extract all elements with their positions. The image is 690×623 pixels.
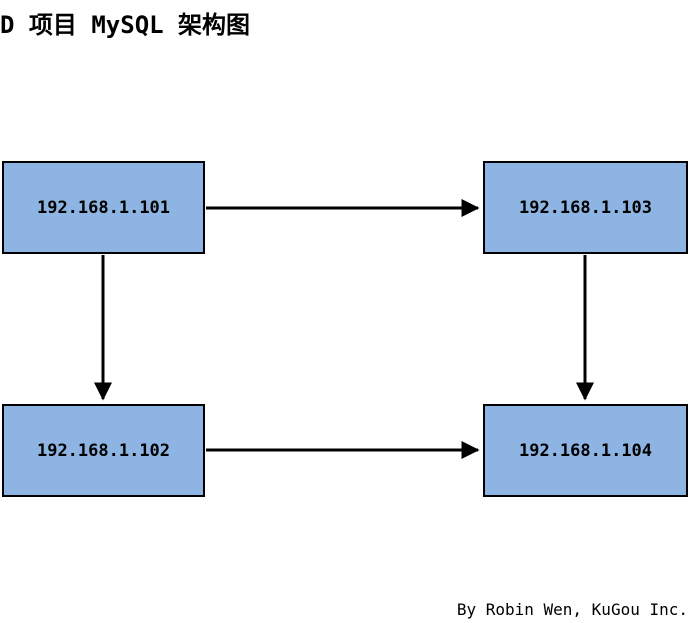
node-192-168-1-104: 192.168.1.104 (483, 404, 688, 497)
diagram-title: D 项目 MySQL 架构图 (0, 11, 251, 39)
node-192-168-1-102: 192.168.1.102 (2, 404, 205, 497)
node-192-168-1-101: 192.168.1.101 (2, 161, 205, 254)
node-192-168-1-103: 192.168.1.103 (483, 161, 688, 254)
node-label-102: 192.168.1.102 (36, 440, 171, 461)
node-label-104: 192.168.1.104 (518, 440, 653, 461)
credit-text: By Robin Wen, KuGou Inc. (456, 600, 688, 619)
node-label-101: 192.168.1.101 (36, 197, 171, 218)
node-label-103: 192.168.1.103 (518, 197, 653, 218)
